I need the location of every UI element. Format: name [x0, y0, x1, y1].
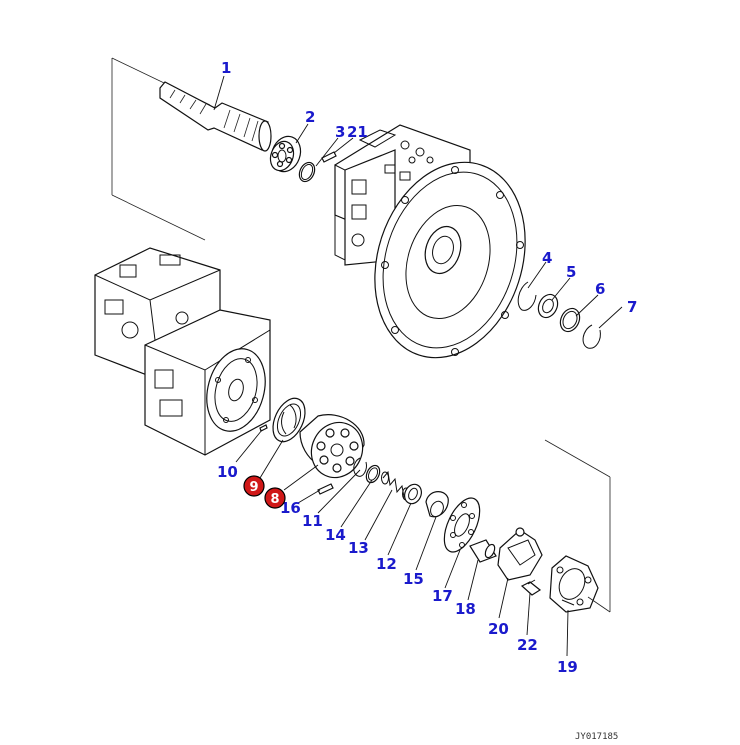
drawing-code: JY017185: [575, 732, 618, 742]
callout-13: 13: [348, 539, 369, 557]
piston-18: [469, 539, 497, 563]
highlighted-callout-9[interactable]: 9: [243, 475, 265, 497]
callout-21: 21: [347, 123, 368, 141]
callout-labels: 1 2 3 21 4 5 6 7 10 16 11 14 13 12 15 17…: [217, 59, 637, 676]
retainer-plate-17: [443, 497, 481, 553]
snap-ring-11: [353, 457, 367, 477]
end-cover-19: [549, 555, 599, 613]
retaining-ring-4: [517, 281, 537, 311]
callout-5: 5: [566, 263, 576, 281]
pin-10: [259, 424, 268, 432]
snap-ring-7: [582, 324, 601, 349]
callout-12: 12: [376, 555, 397, 573]
swash-plate-20: [497, 527, 543, 581]
main-housing: [334, 124, 526, 359]
callout-4: 4: [542, 249, 552, 267]
washer-6: [559, 307, 581, 333]
callout-15: 15: [403, 570, 424, 588]
pin-21: [321, 151, 337, 163]
callout-1: 1: [221, 59, 231, 77]
callout-2: 2: [305, 108, 315, 126]
callout-3: 3: [335, 123, 345, 141]
oil-seal-5: [537, 293, 559, 319]
callout-18: 18: [455, 600, 476, 618]
pump-body: [94, 247, 271, 456]
callout-16: 16: [280, 499, 301, 517]
upper-frame-lines: [111, 57, 211, 241]
bushing-15: [425, 491, 449, 518]
pin-16: [317, 483, 334, 495]
highlighted-callout-9-text: 9: [249, 480, 258, 495]
valve-plate-9: [272, 397, 306, 443]
callout-14: 14: [325, 526, 346, 544]
callout-19: 19: [557, 658, 578, 676]
highlighted-callout-8[interactable]: 8: [264, 487, 286, 509]
callout-22: 22: [517, 636, 538, 654]
bearing: [269, 135, 302, 173]
collar-12: [404, 483, 422, 505]
highlighted-callout-8-text: 8: [270, 492, 279, 507]
bolt-22: [520, 579, 542, 596]
callout-7: 7: [627, 298, 637, 316]
callout-20: 20: [488, 620, 509, 638]
callout-6: 6: [595, 280, 605, 298]
lower-frame-lines: [544, 439, 611, 613]
snap-ring-3: [298, 161, 316, 183]
leader-lines: [213, 75, 623, 657]
callout-17: 17: [432, 587, 453, 605]
cylinder-block-8: [299, 414, 365, 479]
shaft: [159, 81, 272, 152]
washer-14: [365, 464, 381, 484]
callout-10: 10: [217, 463, 238, 481]
callout-11: 11: [302, 512, 323, 530]
